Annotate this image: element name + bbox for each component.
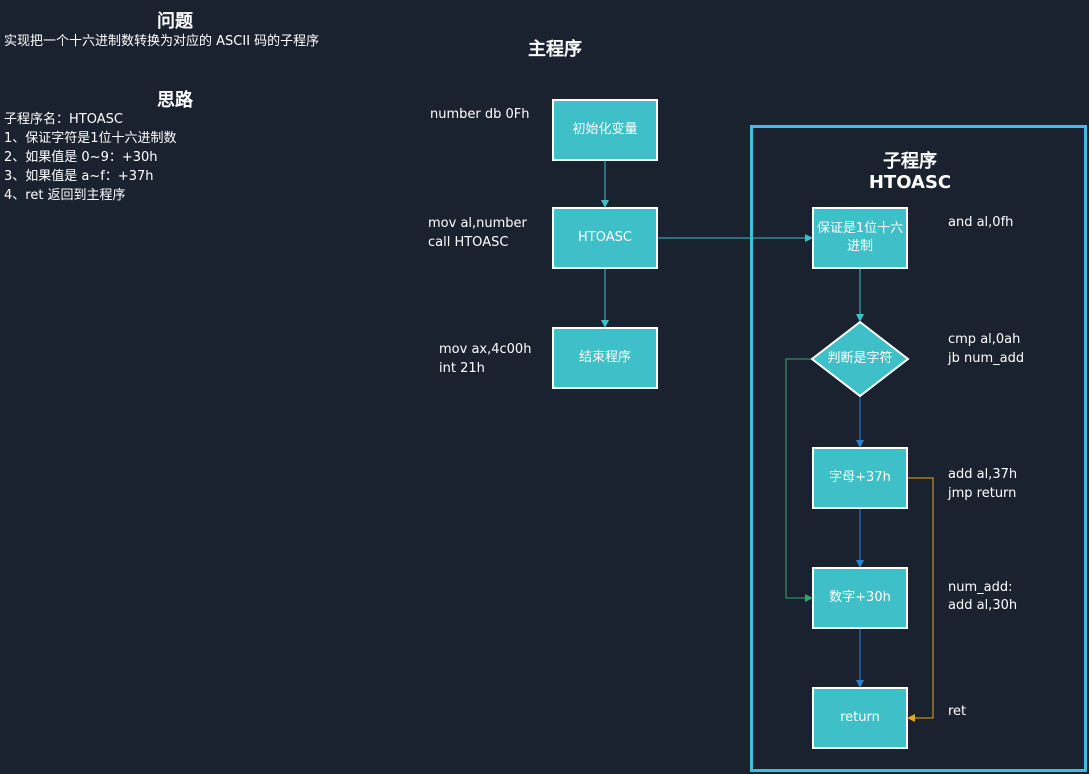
node-end-program: 结束程序 bbox=[552, 327, 658, 389]
node-call-htoasc: HTOASC bbox=[552, 207, 658, 269]
code-digit-line2: add al,30h bbox=[948, 598, 1018, 613]
approach-line: 3、如果值是 a~f：+37h bbox=[4, 169, 154, 184]
node-letter-add-37h: 字母+37h bbox=[812, 447, 908, 509]
node-digit-add-30h: 数字+30h bbox=[812, 567, 908, 629]
code-end-line1: mov ax,4c00h bbox=[439, 342, 532, 357]
code-letter-line2: jmp return bbox=[948, 486, 1017, 501]
problem-title: 问题 bbox=[157, 11, 193, 32]
code-return: ret bbox=[948, 704, 967, 719]
code-letter-line1: add al,37h bbox=[948, 467, 1018, 482]
problem-description: 实现把一个十六进制数转换为对应的 ASCII 码的子程序 bbox=[4, 34, 320, 49]
subroutine-title-name: HTOASC bbox=[868, 172, 952, 193]
arrow-letter-to-return bbox=[907, 477, 934, 722]
subroutine-title: 子程序 bbox=[883, 151, 937, 172]
approach-line: 4、ret 返回到主程序 bbox=[4, 188, 126, 203]
approach-line: 1、保证字符是1位十六进制数 bbox=[4, 131, 177, 146]
subroutine-frame bbox=[750, 125, 1087, 772]
decision-diamond bbox=[810, 320, 910, 398]
node-judge-char: 判断是字符 bbox=[827, 351, 893, 366]
node-return: return bbox=[812, 687, 908, 749]
main-program-title: 主程序 bbox=[528, 39, 582, 60]
approach-line: 子程序名：HTOASC bbox=[4, 112, 123, 127]
arrow-judge-to-digit bbox=[785, 358, 813, 602]
code-htoasc-line2: call HTOASC bbox=[428, 235, 509, 250]
code-htoasc-line1: mov al,number bbox=[428, 216, 527, 231]
approach-line: 2、如果值是 0~9：+30h bbox=[4, 150, 158, 165]
node-ensure-hex-digit: 保证是1位十六进制 bbox=[812, 207, 908, 269]
code-digit-line1: num_add: bbox=[948, 580, 1013, 595]
code-judge-line2: jb num_add bbox=[948, 351, 1025, 366]
code-init: number db 0Fh bbox=[430, 107, 530, 122]
code-judge-line1: cmp al,0ah bbox=[948, 332, 1021, 347]
code-ensure: and al,0fh bbox=[948, 215, 1014, 230]
code-end-line2: int 21h bbox=[439, 361, 485, 376]
approach-title: 思路 bbox=[157, 90, 193, 111]
node-init-variables: 初始化变量 bbox=[552, 99, 658, 161]
